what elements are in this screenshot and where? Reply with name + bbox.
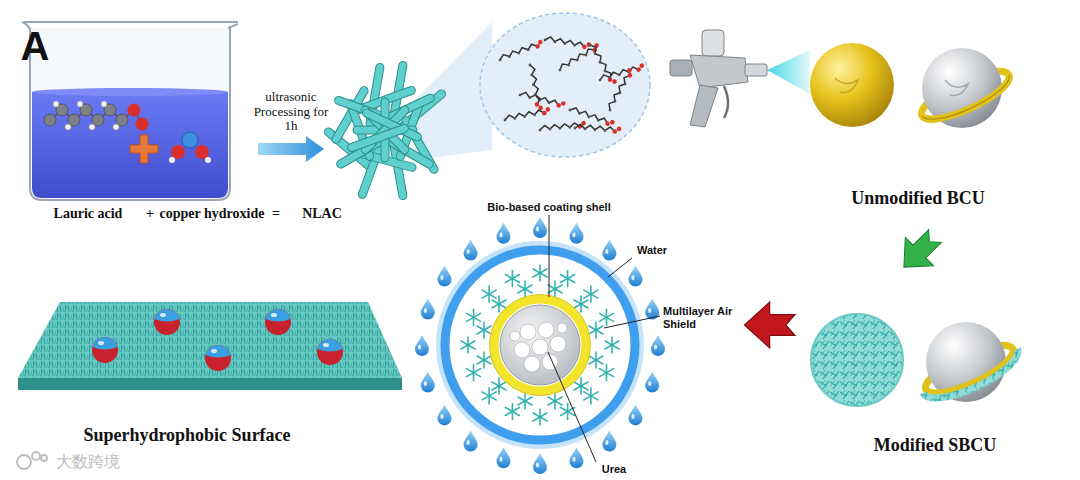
part-label: Water	[637, 244, 667, 257]
modified-sbcu	[811, 314, 1025, 408]
reagent-label: Lauric acid	[54, 206, 123, 222]
watermark: 大数跨境	[56, 453, 120, 471]
process-arrow	[744, 302, 795, 348]
beaker	[22, 22, 238, 200]
part-label: Bio-based coating shell	[487, 201, 610, 214]
spray-gun	[670, 30, 810, 127]
process-arrow	[258, 136, 324, 162]
stage-caption: Unmodified BCU	[851, 188, 985, 209]
process-arrow	[890, 222, 949, 281]
molecule-view	[480, 13, 650, 157]
reagent-label: copper hydroxide	[160, 206, 265, 222]
watermark-logo	[17, 452, 47, 469]
part-label: Urea	[602, 463, 626, 476]
stage-caption: Superhydrophobic Surface	[83, 425, 290, 446]
nlac-cluster	[323, 61, 447, 200]
product-label: NLAC	[302, 206, 342, 222]
operator-sign: =	[272, 206, 280, 222]
panel-letter: A	[21, 23, 50, 69]
part-label: Multilayer Air Shield	[663, 305, 733, 330]
superhydrophobic-surface	[18, 302, 402, 390]
process-label: ultrasonic Processing for 1h	[251, 90, 331, 135]
cross-section	[415, 215, 665, 474]
operator-sign: +	[146, 206, 154, 222]
stage-caption: Modified SBCU	[874, 435, 997, 456]
unmodified-bcu	[810, 43, 1015, 128]
